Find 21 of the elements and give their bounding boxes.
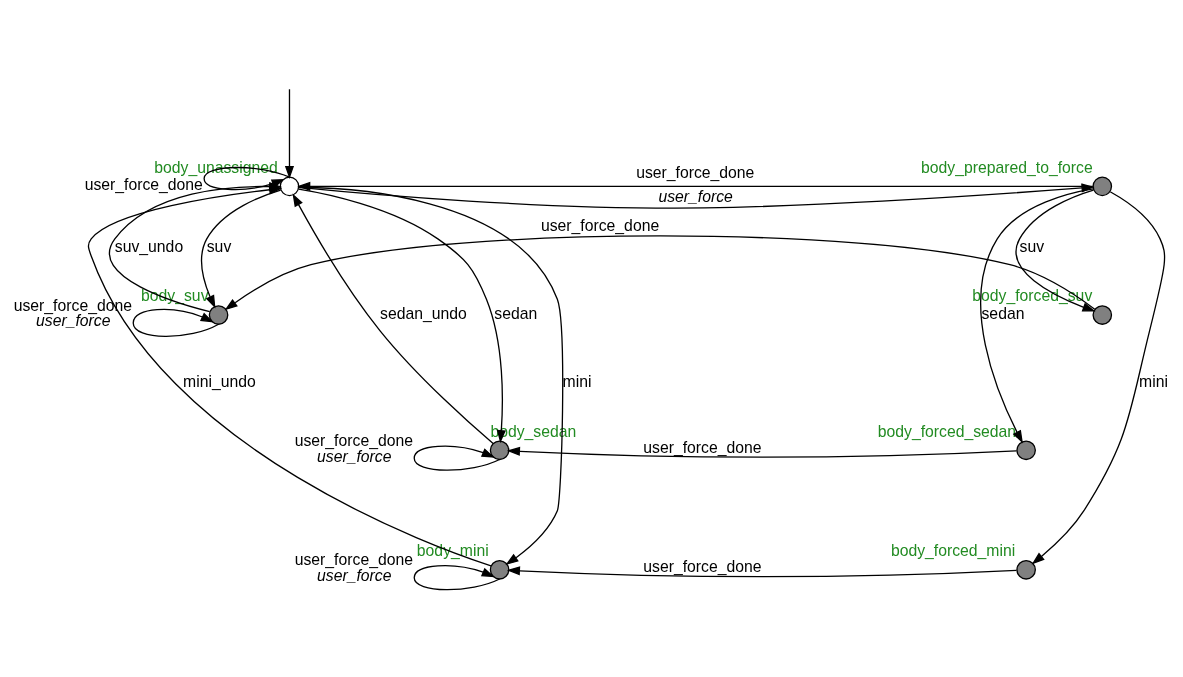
- edge-label: user_force_done: [636, 163, 755, 181]
- node-label: body_prepared_to_force: [921, 158, 1093, 176]
- node-label: body_unassigned: [154, 158, 278, 176]
- edge-label: suv_undo: [114, 237, 184, 254]
- edge-label: user_force_done user_force: [294, 431, 413, 465]
- node-label: body_forced_mini: [890, 541, 1016, 559]
- edge-label: user_force_done: [84, 175, 203, 193]
- edge-label: sedan: [981, 304, 1025, 322]
- edge-label: mini: [562, 372, 592, 390]
- edge-label: user_force_done: [643, 557, 762, 575]
- edge-label: mini: [1139, 372, 1168, 390]
- edge-label: suv: [1019, 237, 1045, 254]
- edge-label: mini_undo: [183, 372, 256, 390]
- edge-label: user_force_done: [643, 438, 762, 456]
- edge-label: sedan_undo: [380, 304, 467, 322]
- edge-label: suv: [206, 237, 232, 254]
- edge-label: sedan: [494, 304, 538, 322]
- edge-label: user_force: [658, 187, 733, 205]
- node-label: body_forced_sedan: [877, 422, 1017, 440]
- edge-label: user_force_done: [540, 216, 660, 234]
- edge-label: user_force_done user_force: [294, 550, 413, 584]
